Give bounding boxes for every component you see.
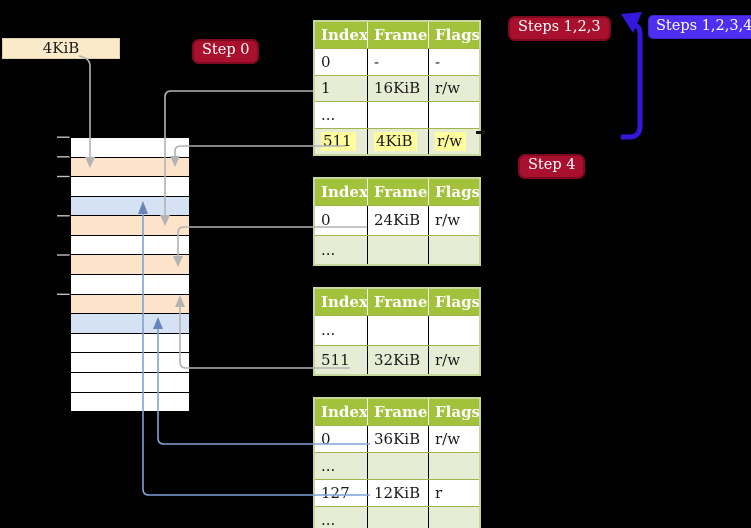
column-header: Flags: [428, 399, 479, 425]
table-cell: [428, 507, 479, 528]
highlighted-value: 511: [321, 131, 356, 151]
column-header: Index: [321, 26, 367, 44]
table-cell: r/w: [428, 345, 479, 374]
table-cell: ...: [321, 105, 336, 124]
badge-step-0: Step 0: [192, 39, 260, 64]
physical-memory-stripe: [70, 137, 190, 412]
table-cell: 511: [321, 350, 350, 369]
memory-row-14-white: [71, 392, 189, 412]
memory-row-12-white: [71, 353, 189, 373]
badge-step-4: Step 4: [518, 154, 586, 179]
memory-row-4-blue: [71, 196, 189, 217]
table-cell: 511: [315, 129, 367, 155]
table-cell: ...: [321, 457, 336, 475]
table-cell: [367, 453, 428, 479]
badge-steps-1-2-3-4: Steps 1,2,3,4: [648, 15, 751, 39]
memory-row-2-orange: [71, 157, 189, 178]
memory-row-7-orange: [71, 255, 189, 276]
table-cell: ...: [321, 240, 336, 259]
table-cell: r/w: [428, 426, 479, 452]
table-cell: [428, 102, 479, 128]
table-cell: 0: [321, 430, 331, 448]
loop-arrow: [621, 22, 643, 140]
table-cell: 127: [321, 484, 350, 502]
table-cell: -: [428, 49, 479, 75]
badge-steps-1-2-3: Steps 1,2,3: [508, 16, 611, 41]
table-cell: -: [367, 49, 428, 75]
loop-arrowhead: [621, 12, 642, 33]
table-cell: 16KiB: [367, 75, 428, 101]
highlighted-value: 4KiB: [374, 131, 417, 151]
table-row: ...: [315, 101, 479, 128]
table-cell: r: [428, 480, 479, 506]
table-cell: ...: [321, 321, 336, 340]
table-cell: [367, 102, 428, 128]
column-header: Frame: [367, 22, 428, 48]
memory-row-11-white: [71, 333, 189, 354]
table-cell: r/w: [428, 128, 479, 154]
table-cell: [367, 316, 428, 345]
table-cell: [428, 235, 479, 264]
memory-row-1-white: [71, 138, 189, 158]
table-cell: 24KiB: [367, 206, 428, 235]
table-cell: ...: [321, 511, 336, 528]
table-cell: r/w: [428, 206, 479, 235]
memory-row-10-blue: [71, 314, 189, 334]
table-row: ...: [315, 315, 479, 345]
column-header: Flags: [428, 179, 479, 205]
column-header: Index: [321, 403, 367, 421]
memory-row-5-orange: [71, 216, 189, 236]
memory-row-9-orange: [71, 294, 189, 315]
column-header: Index: [321, 183, 367, 201]
column-header: Flags: [428, 22, 479, 48]
column-header: Frame: [367, 179, 428, 205]
highlighted-value: r/w: [435, 131, 467, 151]
memory-row-3-white: [71, 177, 189, 197]
column-header: Index: [321, 293, 367, 311]
table-row: ...: [315, 234, 479, 264]
memory-row-6-white: [71, 235, 189, 256]
table-cell: 4KiB: [367, 128, 428, 154]
table-cell: [367, 507, 428, 528]
table-cell: 1: [321, 79, 331, 98]
table-cell: [428, 316, 479, 345]
table-cell: 36KiB: [367, 426, 428, 452]
column-header: Frame: [367, 399, 428, 425]
column-header: Flags: [428, 289, 479, 315]
column-header: Frame: [367, 289, 428, 315]
table-cell: r/w: [428, 75, 479, 101]
memory-row-8-white: [71, 275, 189, 295]
table-cell: [428, 453, 479, 479]
memory-row-13-white: [71, 372, 189, 393]
table-row: 0 --: [315, 48, 479, 75]
table-row: ...: [315, 452, 479, 479]
table-row: ...: [315, 506, 479, 528]
table-cell: 0: [321, 52, 331, 71]
table-row: 511 4KiB r/w: [315, 127, 479, 155]
table-cell: 0: [321, 211, 331, 230]
table-cell: 32KiB: [367, 345, 428, 374]
table-cell: 12KiB: [367, 480, 428, 506]
page-size-label: 4KiB: [2, 38, 120, 59]
table-cell: [367, 235, 428, 264]
